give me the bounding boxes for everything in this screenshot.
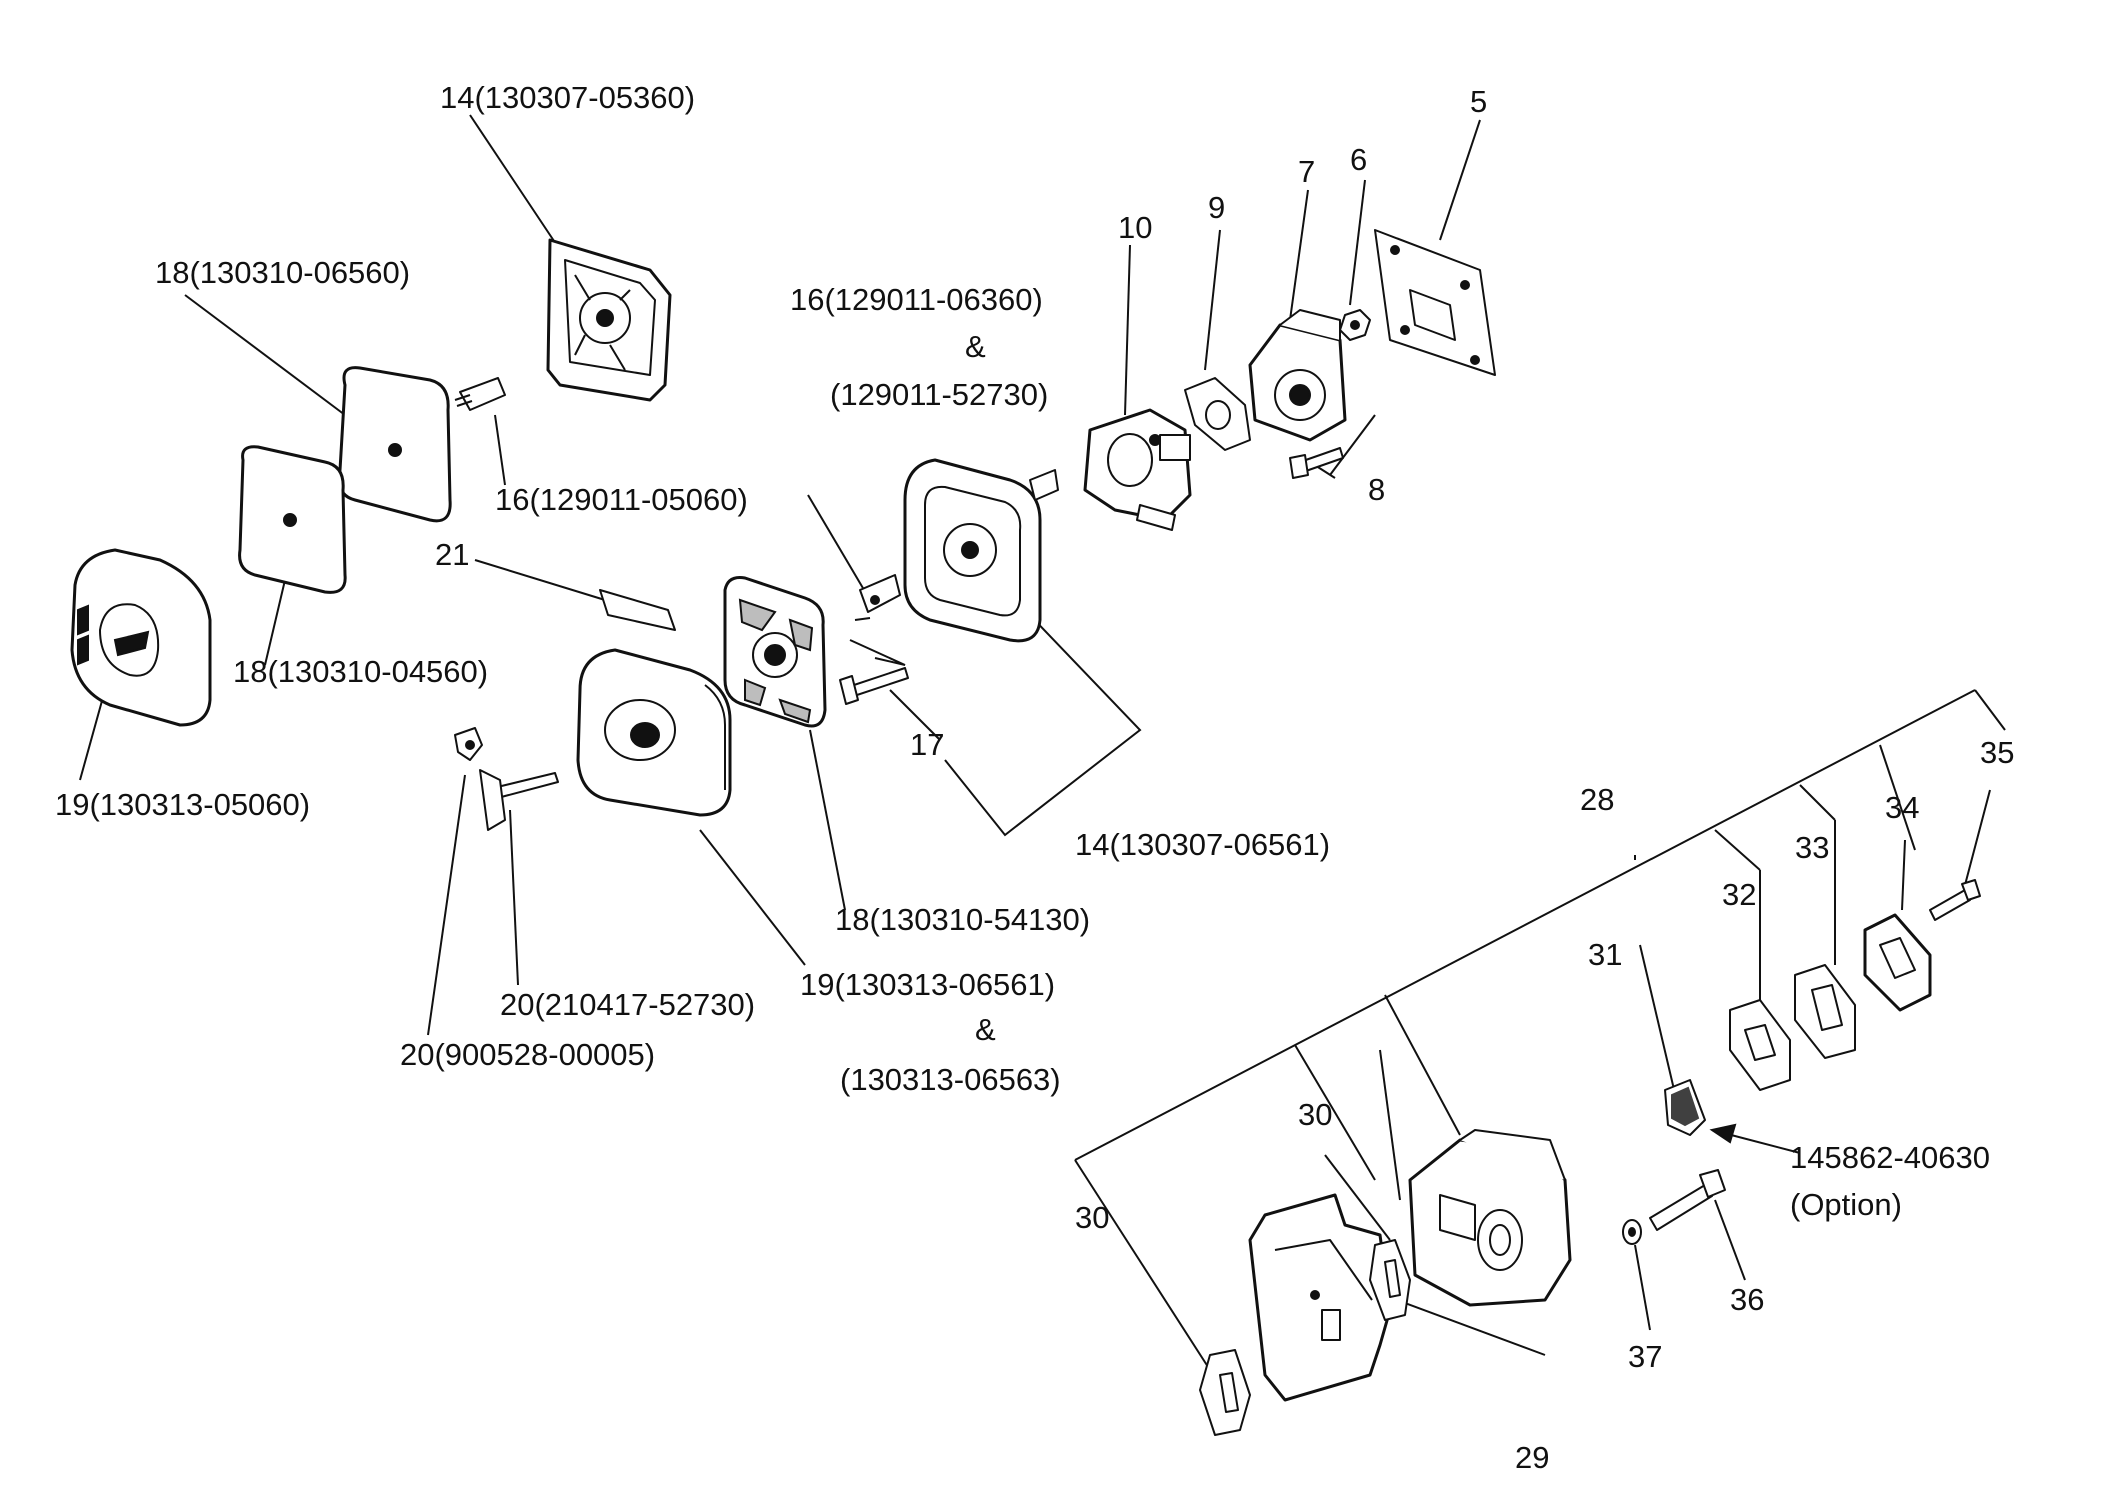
label-28: 28 (1580, 782, 1614, 817)
option-arrow-icon (1709, 1123, 1737, 1144)
label-option-number: 145862-40630 (1790, 1140, 1990, 1175)
label-14-b: 14(130307-06561) (1075, 827, 1330, 862)
pad-icon (599, 589, 676, 631)
air-cleaner-cover-b-icon (576, 648, 732, 817)
air-cleaner-cover-a-icon (70, 548, 212, 727)
filter-element-mesh-icon (723, 576, 827, 728)
label-31: 31 (1588, 937, 1622, 972)
label-5: 5 (1470, 84, 1487, 119)
filter-element-large-icon (337, 366, 452, 523)
label-33: 33 (1795, 830, 1829, 865)
label-19-c: (130313-06563) (840, 1062, 1061, 1097)
bolt-35-icon (1929, 879, 1981, 921)
insulator-icon (1248, 309, 1347, 442)
label-19-b: 19(130313-06561) (800, 967, 1055, 1002)
label-16-a: 16(129011-05060) (495, 482, 748, 517)
label-34: 34 (1885, 790, 1919, 825)
wing-nut-icon (454, 727, 483, 761)
label-option: (Option) (1790, 1187, 1902, 1222)
label-amp-1: & (965, 329, 986, 364)
air-cleaner-case-b-icon (903, 458, 1059, 643)
heat-shield-icon (1248, 1193, 1392, 1402)
label-9: 9 (1208, 190, 1225, 225)
muffler-gasket-left-icon (1199, 1349, 1251, 1436)
label-20-b: 20(900528-00005) (400, 1037, 655, 1072)
muffler-cover-34-icon (1863, 913, 1932, 1012)
nut-icon (1339, 309, 1371, 341)
muffler-icon (1408, 1129, 1572, 1307)
spark-arrester-screen-icon (1664, 1079, 1706, 1136)
label-8: 8 (1368, 472, 1385, 507)
air-cleaner-case-top-icon (546, 238, 672, 402)
wing-bolt-icon (479, 769, 559, 831)
clip-bracket-icon (454, 377, 506, 411)
label-18-c: 18(130310-54130) (835, 902, 1090, 937)
label-37: 37 (1628, 1339, 1662, 1374)
label-10: 10 (1118, 210, 1152, 245)
label-19-a: 19(130313-05060) (55, 787, 310, 822)
label-7: 7 (1298, 154, 1315, 189)
label-16-c: (129011-52730) (830, 377, 1048, 412)
bolt-36-icon (1649, 1169, 1726, 1231)
carburetor-icon (1083, 408, 1192, 531)
washer-icon (1622, 1219, 1642, 1245)
label-30-b: 30 (1075, 1200, 1109, 1235)
label-30-a: 30 (1298, 1097, 1332, 1132)
muffler-gasket-right-icon (1369, 1239, 1411, 1321)
part-labels: 14(130307-05360) 18(130310-06560) 16(129… (55, 80, 2014, 1475)
label-16-b: 16(129011-06360) (790, 282, 1043, 317)
label-18-b: 18(130310-04560) (233, 654, 488, 689)
filter-element-small-icon (238, 445, 347, 594)
label-21: 21 (435, 537, 469, 572)
label-20-a: 20(210417-52730) (500, 987, 755, 1022)
bolt-17-icon (839, 667, 909, 705)
label-35: 35 (1980, 735, 2014, 770)
label-17: 17 (910, 727, 944, 762)
label-29: 29 (1515, 1440, 1549, 1475)
carburetor-gasket-icon (1184, 377, 1251, 451)
bolt-8-icon (1289, 447, 1344, 479)
gasket-5-icon (1374, 229, 1496, 376)
clip-bracket-mid-icon (854, 574, 901, 621)
muffler-plate-33-icon (1794, 964, 1856, 1059)
label-amp-2: & (975, 1012, 996, 1047)
label-32: 32 (1722, 877, 1756, 912)
gasket-32-icon (1729, 999, 1791, 1091)
label-18-a: 18(130310-06560) (155, 255, 410, 290)
label-6: 6 (1350, 142, 1367, 177)
label-14-top: 14(130307-05360) (440, 80, 695, 115)
label-36: 36 (1730, 1282, 1764, 1317)
